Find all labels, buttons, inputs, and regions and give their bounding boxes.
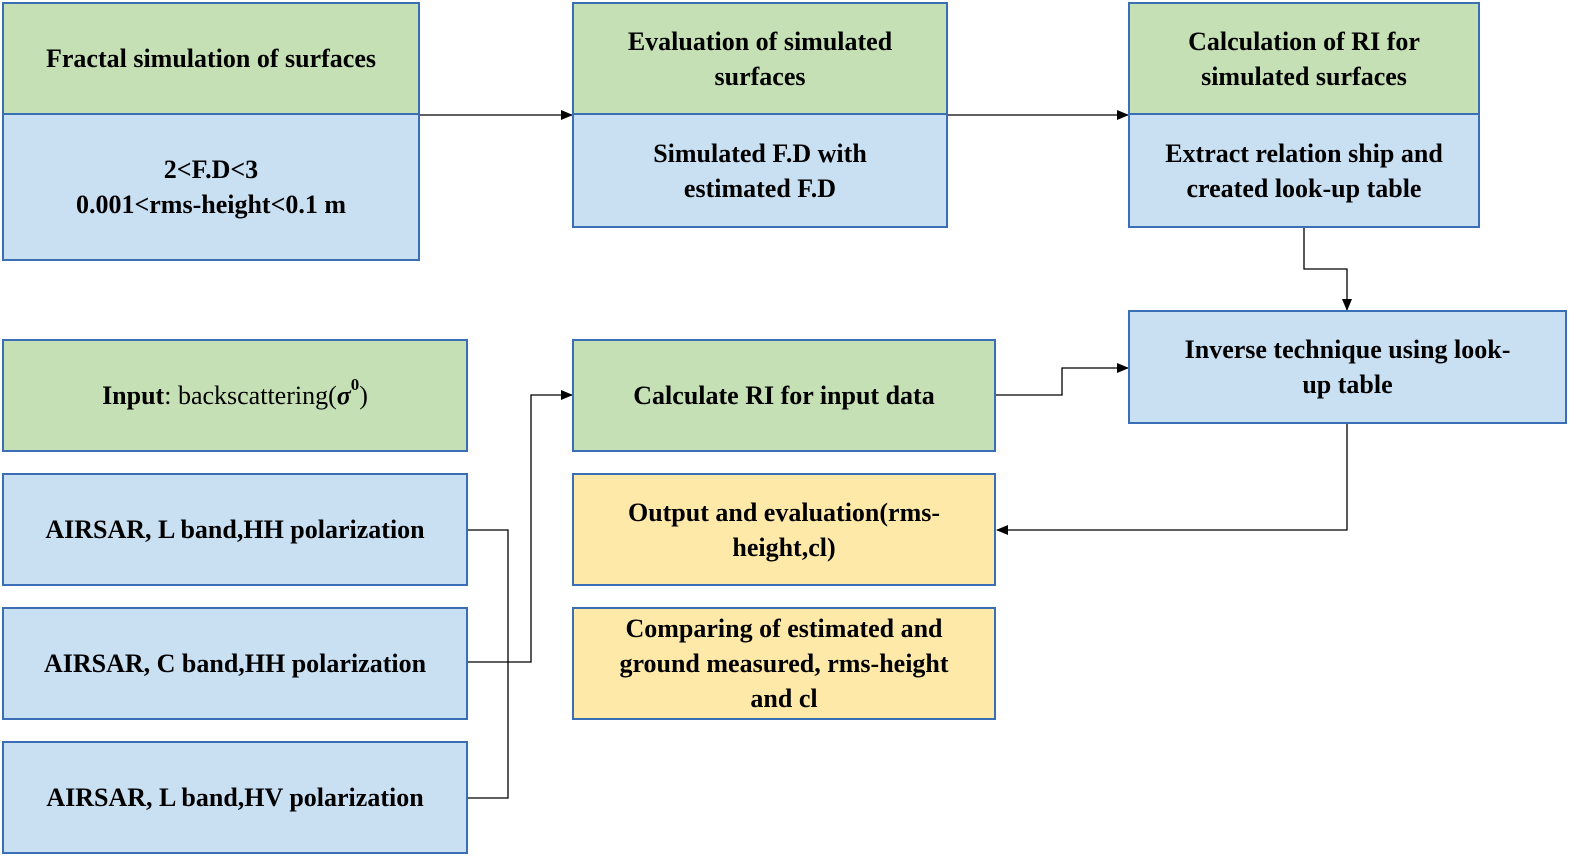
connector-l-hv [467, 662, 509, 799]
connector-l-hh [467, 529, 509, 662]
airsar-l-hv-box: AIRSAR, L band,HV polarization [2, 741, 468, 854]
input-close: ) [359, 381, 368, 410]
arrow-lookup-to-inverse [1303, 228, 1352, 311]
input-rest: : backscattering( [164, 381, 337, 410]
input-backscattering-box: Input: backscattering(σ0) [2, 339, 468, 452]
inverse-technique-box: Inverse technique using look- up table [1128, 310, 1567, 424]
airsar-c-hh-box: AIRSAR, C band,HH polarization [2, 607, 468, 720]
calc-ri-input-label: Calculate RI for input data [633, 381, 935, 410]
extract-relationship-label: Extract relation ship and created look-u… [1165, 138, 1443, 203]
arrow-inverse-to-output [996, 424, 1348, 535]
simulated-fd-label: Simulated F.D with estimated F.D [653, 138, 867, 203]
simulated-fd-box: Simulated F.D with estimated F.D [572, 113, 948, 228]
arrow-calc-ri-input-to-inverse [996, 363, 1129, 396]
airsar-l-hh-box: AIRSAR, L band,HH polarization [2, 473, 468, 586]
evaluation-label: Evaluation of simulated surfaces [627, 26, 893, 91]
output-evaluation-label: Output and evaluation(rms- height,cl) [627, 497, 941, 562]
calc-ri-input-box: Calculate RI for input data [572, 339, 996, 452]
arrow-airsar-to-calc-ri-input [467, 390, 573, 663]
airsar-l-hv-label: AIRSAR, L band,HV polarization [46, 783, 424, 812]
fractal-simulation-box: Fractal simulation of surfaces [2, 2, 420, 115]
fractal-parameters-label: 2<F.D<3 0.001<rms-height<0.1 m [75, 155, 347, 219]
fractal-simulation-label: Fractal simulation of surfaces [45, 44, 376, 73]
evaluation-box: Evaluation of simulated surfaces [572, 2, 948, 115]
inverse-technique-label: Inverse technique using look- up table [1184, 335, 1511, 399]
calc-ri-simulated-label: Calculation of RI for simulated surfaces [1188, 26, 1420, 91]
fractal-parameters-box: 2<F.D<3 0.001<rms-height<0.1 m [2, 113, 420, 261]
airsar-l-hh-label: AIRSAR, L band,HH polarization [45, 515, 425, 544]
output-evaluation-box: Output and evaluation(rms- height,cl) [572, 473, 996, 586]
input-backscattering-label: Input: backscattering(σ0) [102, 375, 368, 413]
input-word: Input [102, 381, 165, 410]
sigma-symbol: σ [336, 381, 351, 410]
extract-relationship-box: Extract relation ship and created look-u… [1128, 113, 1480, 228]
comparing-label: Comparing of estimated and ground measur… [619, 614, 949, 713]
comparing-box: Comparing of estimated and ground measur… [572, 607, 996, 720]
airsar-c-hh-label: AIRSAR, C band,HH polarization [43, 649, 427, 678]
calc-ri-simulated-box: Calculation of RI for simulated surfaces [1128, 2, 1480, 115]
sigma-superscript: 0 [350, 375, 360, 394]
